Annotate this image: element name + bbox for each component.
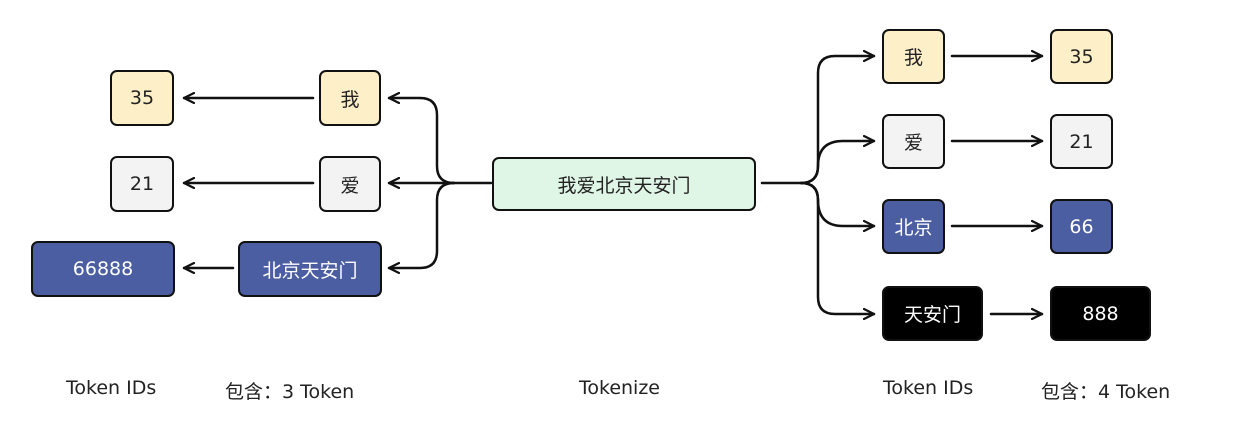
right-token-text-4: 天安门 bbox=[903, 304, 961, 326]
right-count-caption: 包含：4 Token bbox=[1041, 381, 1171, 403]
left-token-node-3: 北京天安门 bbox=[238, 241, 382, 297]
left-id-text-2: 21 bbox=[129, 173, 155, 195]
arrow-center-to-left-token-3 bbox=[387, 181, 456, 268]
left-ids-caption: Token IDs bbox=[66, 377, 157, 399]
right-token-text-3: 北京 bbox=[894, 217, 933, 239]
right-token-node-3: 北京 bbox=[882, 199, 945, 254]
right-id-node-1: 35 bbox=[1050, 29, 1113, 84]
left-count-caption: 包含：3 Token bbox=[225, 381, 355, 403]
tokenize-caption: Tokenize bbox=[579, 377, 661, 399]
right-id-text-2: 21 bbox=[1069, 130, 1094, 153]
left-token-node-2: 爱 bbox=[319, 156, 381, 212]
arrow-center-to-right-token-2 bbox=[799, 141, 876, 185]
left-token-node-1: 我 bbox=[319, 70, 381, 126]
input-sentence-node: 我爱北京天安门 bbox=[492, 157, 756, 211]
arrow-center-to-right-token-3 bbox=[799, 181, 876, 226]
arrow-center-to-right-token-4 bbox=[799, 181, 876, 314]
left-id-node-3: 66888 bbox=[31, 241, 175, 297]
left-token-text-2: 爱 bbox=[340, 174, 360, 197]
right-token-node-1: 我 bbox=[882, 29, 945, 84]
input-sentence-text: 我爱北京天安门 bbox=[557, 174, 691, 197]
right-id-node-2: 21 bbox=[1050, 114, 1113, 169]
left-token-text-3: 北京天安门 bbox=[262, 259, 358, 282]
right-token-node-2: 爱 bbox=[882, 114, 945, 169]
left-id-node-1: 35 bbox=[110, 70, 174, 126]
right-ids-caption: Token IDs bbox=[883, 377, 974, 399]
left-token-text-1: 我 bbox=[340, 88, 360, 111]
right-id-node-4: 888 bbox=[1050, 286, 1151, 341]
arrow-center-to-left-token-1 bbox=[387, 98, 493, 185]
right-token-text-1: 我 bbox=[903, 47, 923, 69]
right-id-text-3: 66 bbox=[1069, 215, 1094, 238]
right-id-node-3: 66 bbox=[1050, 199, 1113, 254]
right-id-text-1: 35 bbox=[1069, 45, 1094, 68]
left-id-text-1: 35 bbox=[129, 87, 155, 109]
right-token-node-4: 天安门 bbox=[882, 286, 983, 341]
left-id-text-3: 66888 bbox=[72, 258, 134, 280]
left-id-node-2: 21 bbox=[110, 156, 174, 212]
right-token-text-2: 爱 bbox=[903, 132, 923, 154]
right-id-text-4: 888 bbox=[1082, 302, 1119, 325]
